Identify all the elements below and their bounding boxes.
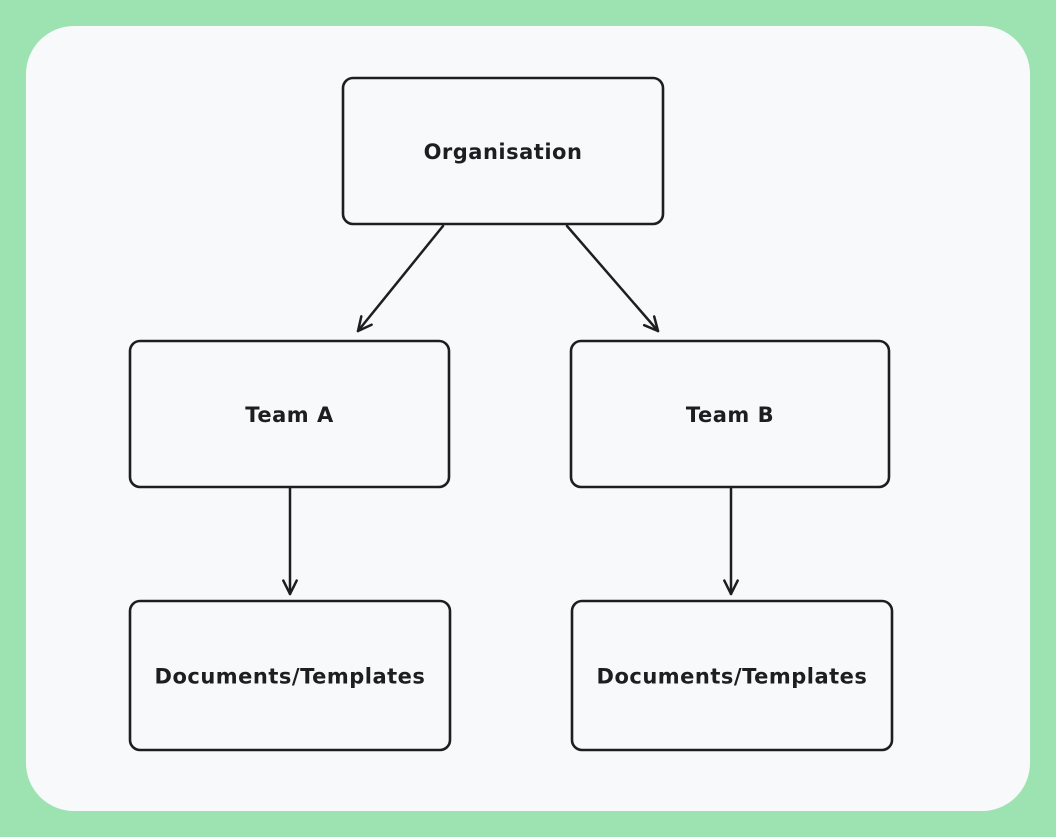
node-label: Team B [686,403,774,427]
node-organisation[interactable]: Organisation [341,76,665,226]
node-documents-b[interactable]: Documents/Templates [570,599,894,752]
node-box [128,599,452,752]
arrowhead-icon [356,315,373,333]
node-box [341,76,665,226]
edges-layer [282,224,739,596]
arrowhead-icon [642,315,660,333]
node-box [570,599,894,752]
node-documents-a[interactable]: Documents/Templates [128,599,452,752]
arrowhead-icon [282,579,298,596]
node-box [569,339,891,489]
node-box [128,339,451,489]
node-label: Documents/Templates [597,665,868,689]
edge-organisation-to-team-a[interactable] [356,224,445,333]
node-label: Documents/Templates [155,665,426,689]
canvas-panel [26,26,1030,811]
node-label: Team A [245,403,334,427]
arrowhead-icon [723,579,739,596]
node-team-a[interactable]: Team A [128,339,451,489]
edge-line [356,224,445,333]
edge-team-b-to-documents-b[interactable] [723,486,739,596]
node-team-b[interactable]: Team B [569,339,891,489]
node-label: Organisation [424,140,583,164]
edge-line [565,224,660,333]
edge-team-a-to-documents-a[interactable] [282,486,298,596]
edge-organisation-to-team-b[interactable] [565,224,660,333]
